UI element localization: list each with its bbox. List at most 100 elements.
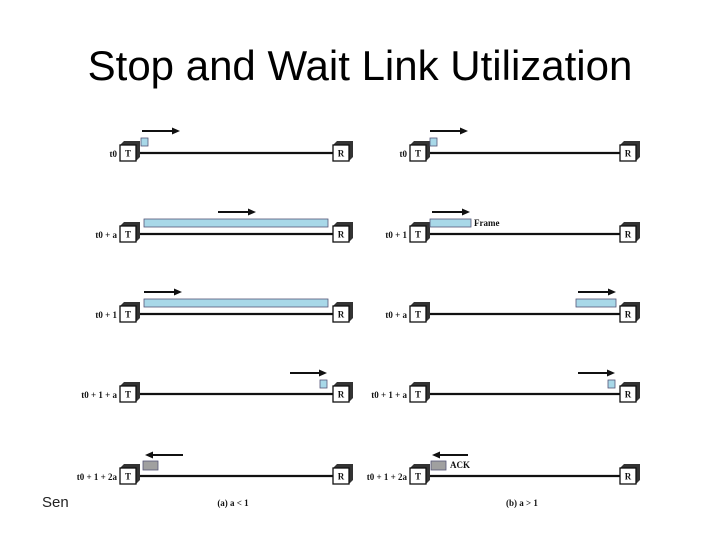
node-box	[332, 305, 350, 323]
arrow-head	[607, 369, 615, 377]
panel-caption: (a) a < 1	[217, 498, 249, 508]
node-box	[119, 467, 137, 485]
time-label: t0 + 1	[385, 230, 407, 240]
node-label: T	[125, 390, 131, 400]
node-box	[409, 305, 427, 323]
frame-packet	[140, 137, 149, 147]
arrow-head	[462, 208, 470, 216]
time-label: t0 + 1 + 2a	[367, 472, 408, 482]
arrow-head	[432, 451, 440, 459]
time-label: t0	[110, 149, 118, 159]
arrow-head	[460, 127, 468, 135]
receiver-node: R	[332, 222, 353, 243]
frame-packet	[429, 137, 438, 147]
node-box	[409, 225, 427, 243]
timeline-row: t0 + 1 + 2a T R	[77, 451, 353, 485]
arrow-head	[174, 288, 182, 296]
ack-packet	[430, 460, 447, 471]
time-label: t0 + a	[385, 310, 407, 320]
node-label: R	[338, 390, 345, 400]
receiver-node: R	[619, 464, 640, 485]
transmitter-node: T	[409, 382, 430, 403]
frame-packet	[143, 298, 329, 308]
node-box	[619, 225, 637, 243]
slide-title: Stop and Wait Link Utilization	[87, 42, 633, 89]
ack-label: ACK	[450, 460, 470, 470]
arrow-head	[248, 208, 256, 216]
node-label: R	[625, 230, 632, 240]
frame-label: Frame	[474, 218, 499, 228]
transmitter-node: T	[119, 222, 140, 243]
node-box	[619, 385, 637, 403]
node-box	[332, 144, 350, 162]
receiver-node: R	[619, 302, 640, 323]
node-label: T	[415, 472, 421, 482]
transmitter-node: T	[409, 464, 430, 485]
transmitter-node: T	[409, 141, 430, 162]
node-label: R	[625, 310, 632, 320]
node-label: T	[125, 472, 131, 482]
receiver-node: R	[619, 222, 640, 243]
node-box	[332, 385, 350, 403]
timeline-row: t0 + a T R	[95, 208, 353, 243]
node-box	[409, 144, 427, 162]
timeline-row: t0 + 1 + a T R	[371, 369, 640, 403]
node-label: R	[338, 310, 345, 320]
node-box	[119, 385, 137, 403]
node-label: T	[415, 149, 421, 159]
node-label: T	[415, 310, 421, 320]
receiver-node: R	[332, 141, 353, 162]
node-label: R	[625, 472, 632, 482]
node-label: T	[415, 390, 421, 400]
node-label: T	[125, 310, 131, 320]
ack-packet	[142, 460, 159, 471]
timeline-row: t0 + 1 + 2a T R ACK	[367, 451, 640, 485]
node-box	[119, 144, 137, 162]
timeline-row: t0 T R	[400, 127, 640, 162]
receiver-node: R	[332, 382, 353, 403]
timeline-row: t0 T R	[110, 127, 353, 162]
footer-text: Sen	[42, 494, 69, 511]
transmitter-node: T	[409, 222, 430, 243]
node-label: T	[125, 149, 131, 159]
node-label: R	[625, 390, 632, 400]
timeline-row: t0 + a T R	[385, 288, 640, 323]
time-label: t0 + 1 + a	[371, 390, 407, 400]
timeline-row: t0 + 1 T R Frame	[385, 208, 640, 243]
panel-caption: (b) a > 1	[506, 498, 538, 508]
arrow-head	[319, 369, 327, 377]
node-label: R	[338, 472, 345, 482]
receiver-node: R	[332, 302, 353, 323]
transmitter-node: T	[119, 302, 140, 323]
node-label: R	[338, 149, 345, 159]
arrow-head	[145, 451, 153, 459]
frame-packet	[429, 218, 472, 228]
transmitter-node: T	[409, 302, 430, 323]
time-label: t0 + 1 + 2a	[77, 472, 118, 482]
transmitter-node: T	[119, 141, 140, 162]
frame-packet	[607, 379, 616, 389]
node-label: R	[338, 230, 345, 240]
node-box	[619, 467, 637, 485]
time-label: t0 + a	[95, 230, 117, 240]
node-box	[119, 305, 137, 323]
node-box	[332, 467, 350, 485]
node-label: T	[125, 230, 131, 240]
node-box	[119, 225, 137, 243]
node-box	[409, 467, 427, 485]
time-label: t0	[400, 149, 408, 159]
node-box	[619, 305, 637, 323]
receiver-node: R	[619, 382, 640, 403]
arrow-head	[608, 288, 616, 296]
transmitter-node: T	[119, 464, 140, 485]
node-label: T	[415, 230, 421, 240]
receiver-node: R	[619, 141, 640, 162]
node-box	[619, 144, 637, 162]
node-box	[332, 225, 350, 243]
